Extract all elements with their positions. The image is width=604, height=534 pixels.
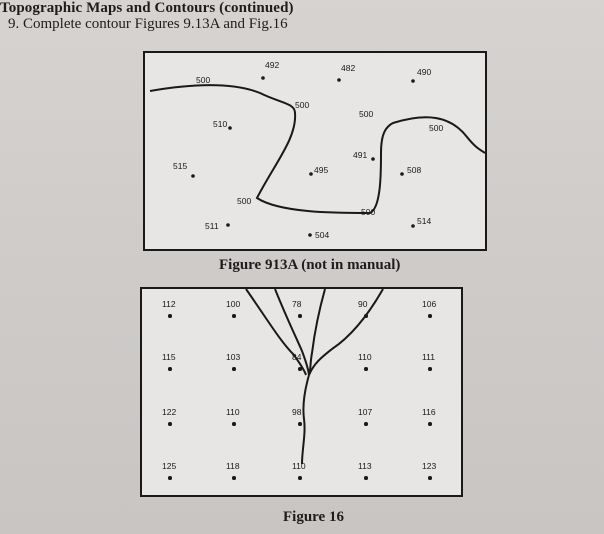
grid-elevation: 122 [162, 407, 177, 417]
spot-dot [228, 126, 232, 130]
grid-dot [168, 367, 172, 371]
grid-elevation: 103 [226, 352, 241, 362]
spot-dot [191, 174, 195, 178]
grid-dot [232, 367, 236, 371]
grid-dot [428, 422, 432, 426]
grid-elevation: 110 [292, 461, 306, 471]
figure-913a-caption: Figure 913A (not in manual) [219, 257, 401, 273]
grid-elevation: 116 [422, 407, 436, 417]
grid-dot [298, 422, 302, 426]
spot-elevation: 495 [314, 165, 329, 175]
spot-dot [371, 157, 375, 161]
section-title: Topographic Maps and Contours (continued… [0, 0, 294, 16]
grid-elevation: 100 [226, 299, 241, 309]
grid-dot [428, 367, 432, 371]
grid-elevation: 113 [358, 461, 372, 471]
contour-lines-16 [245, 289, 384, 465]
spot-elevation: 514 [417, 216, 432, 226]
grid-elevation: 110 [226, 407, 240, 417]
grid-dot [232, 422, 236, 426]
contour-line-center-left [274, 289, 310, 376]
spot-elevation: 515 [173, 161, 188, 171]
spot-elevation: 504 [315, 230, 330, 240]
grid-dot [232, 476, 236, 480]
contour-line-500-main [149, 84, 485, 215]
grid-elevation: 98 [292, 407, 302, 417]
grid-dot [232, 314, 236, 318]
grid-dot [168, 476, 172, 480]
grid-elevation: 110 [358, 352, 372, 362]
grid-elevation: 90 [358, 299, 368, 309]
exercise-instruction: 9. Complete contour Figures 9.13A and Fi… [8, 16, 288, 32]
grid-elevation: 111 [422, 352, 435, 362]
grid-elevation: 84 [292, 352, 302, 362]
grid-dot [428, 476, 432, 480]
contour-line-right [308, 289, 384, 376]
contour-label: 500 [361, 207, 376, 217]
grid-dot [168, 314, 172, 318]
grid-elevation: 115 [162, 352, 176, 362]
spot-elevation: 491 [353, 150, 368, 160]
contour-label: 500 [359, 109, 374, 119]
grid-dot [364, 476, 368, 480]
grid-dot [428, 314, 432, 318]
grid-dot [298, 314, 302, 318]
grid-dot [364, 314, 368, 318]
contour-figure-16: 112 100 78 90 106 115 103 84 110 111 122 110 98 107 11… [140, 287, 463, 497]
grid-dot [168, 422, 172, 426]
contour-label: 500 [196, 75, 211, 85]
grid-dot [298, 367, 302, 371]
contour-label: 500 [429, 123, 444, 133]
grid-elevation: 106 [422, 299, 437, 309]
contour-figure-913a: 492 482 490 510 491 515 495 508 511 504 … [143, 51, 487, 251]
grid-elevation: 78 [292, 299, 302, 309]
spot-dot [411, 224, 415, 228]
spot-dot [400, 172, 404, 176]
stream-channel [301, 374, 310, 465]
spot-elevation: 492 [265, 60, 280, 70]
grid-dot [364, 422, 368, 426]
grid-dot [298, 476, 302, 480]
grid-elevation: 123 [422, 461, 437, 471]
spot-elevation: 510 [213, 119, 228, 129]
spot-dot [337, 78, 341, 82]
grid-elevation: 112 [162, 299, 176, 309]
grid-elevation: 107 [358, 407, 373, 417]
grid-elevation: 118 [226, 461, 240, 471]
spot-dot [261, 76, 265, 80]
contour-label: 500 [295, 100, 310, 110]
contour-label: 500 [237, 196, 252, 206]
spot-elevation: 490 [417, 67, 432, 77]
figure-16-caption: Figure 16 [283, 509, 344, 525]
grid-dot [364, 367, 368, 371]
contour-line-center-right [308, 289, 326, 376]
grid-elevation: 125 [162, 461, 177, 471]
contour-lines-913a [149, 76, 485, 237]
contour-line-left [245, 289, 307, 376]
spot-dot [411, 79, 415, 83]
spot-elevation: 508 [407, 165, 422, 175]
spot-elevation: 511 [205, 221, 219, 231]
spot-dot [226, 223, 230, 227]
spot-elevation: 482 [341, 63, 356, 73]
spot-dot [309, 172, 313, 176]
spot-dot [308, 233, 312, 237]
